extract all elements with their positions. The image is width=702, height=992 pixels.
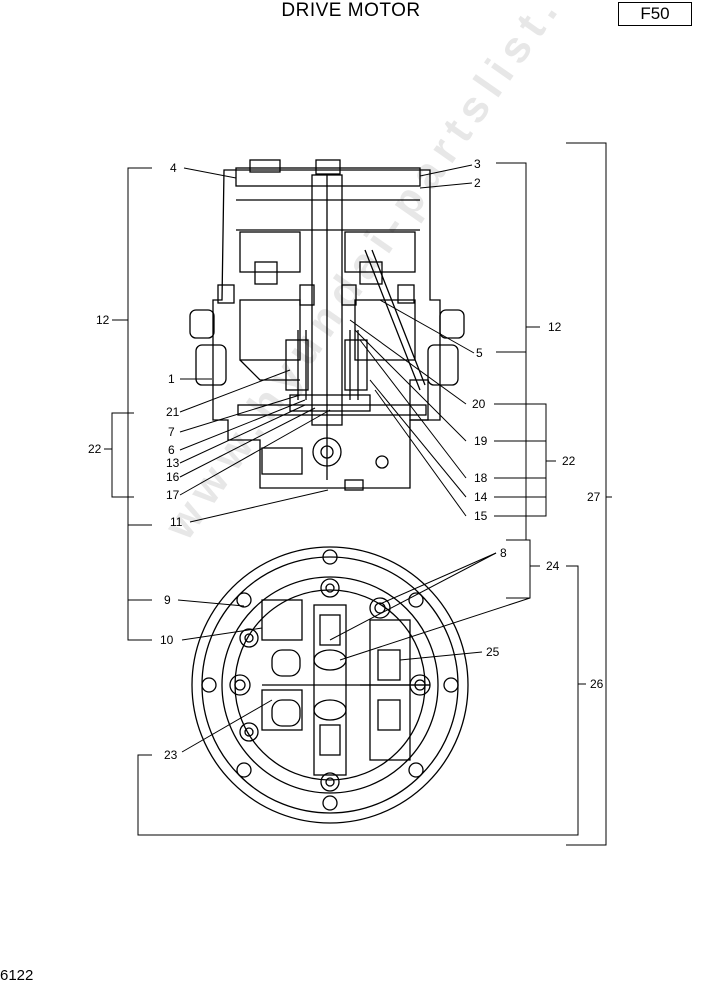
- callout-12-right: 12: [548, 320, 562, 334]
- callout-9: 9: [164, 593, 171, 607]
- callout-7: 7: [168, 425, 175, 439]
- callout-21: 21: [166, 405, 180, 419]
- callout-12-left: 12: [96, 313, 110, 327]
- callout-16: 16: [166, 470, 180, 484]
- callout-13: 13: [166, 456, 180, 470]
- page-title: DRIVE MOTOR: [281, 0, 421, 21]
- callout-14: 14: [474, 490, 488, 504]
- callout-4: 4: [170, 161, 177, 175]
- callout-27: 27: [587, 490, 601, 504]
- callout-3: 3: [474, 157, 481, 171]
- callout-25: 25: [486, 645, 500, 659]
- callout-18: 18: [474, 471, 488, 485]
- callout-19: 19: [474, 434, 488, 448]
- callout-8: 8: [500, 546, 507, 560]
- document-number: 6122: [0, 967, 34, 984]
- callout-15: 15: [474, 509, 488, 523]
- cross-section-view: [189, 159, 465, 491]
- callout-2: 2: [474, 176, 481, 190]
- callout-6: 6: [168, 443, 175, 457]
- callout-5: 5: [476, 346, 483, 360]
- callout-20: 20: [472, 397, 486, 411]
- callout-22-right: 22: [562, 454, 576, 468]
- callout-leaders: [104, 142, 612, 846]
- callout-24: 24: [546, 559, 560, 573]
- callout-26: 26: [590, 677, 604, 691]
- callout-1: 1: [168, 372, 175, 386]
- callout-22-left: 22: [88, 442, 102, 456]
- page-code-box: F50: [618, 2, 692, 26]
- callout-labels: 4 3 2 12 12 5 1 21 20 7 19 22 22 6 13 16…: [88, 157, 604, 762]
- callout-10: 10: [160, 633, 174, 647]
- callout-11: 11: [170, 515, 183, 529]
- callout-23: 23: [164, 748, 178, 762]
- callout-17: 17: [166, 488, 180, 502]
- plan-view: [191, 546, 469, 824]
